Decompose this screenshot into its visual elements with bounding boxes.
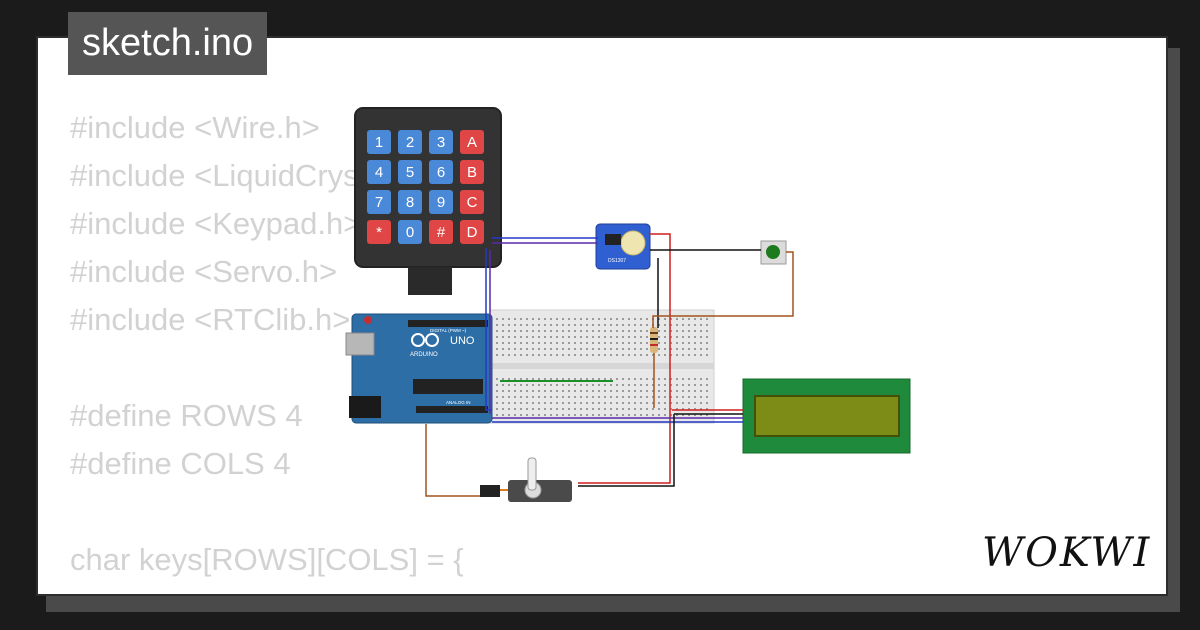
svg-text:#: # (437, 224, 446, 241)
servo-motor (480, 457, 572, 502)
rtc-label: DS1307 (608, 258, 626, 264)
keypad-key: B (460, 160, 484, 184)
code-line: #define ROWS 4 (70, 398, 303, 433)
keypad-key: 3 (429, 130, 453, 154)
svg-text:C: C (467, 194, 478, 211)
svg-text:8: 8 (406, 194, 414, 211)
keypad-key: 5 (398, 160, 422, 184)
svg-text:7: 7 (375, 194, 383, 211)
keypad-key: 4 (367, 160, 391, 184)
code-line: #include <RTClib.h> (70, 302, 351, 337)
keypad-key: 8 (398, 190, 422, 214)
code-preview: #include <Wire.h>#include <LiquidCrystal… (70, 104, 501, 594)
arduino-digital-label: DIGITAL (PWM ~) (430, 328, 467, 333)
code-line: {'1','2','3','A'}, (70, 584, 501, 594)
membrane-keypad: 1 2 3 A 4 5 6 B 7 8 9 C * 0 # D (354, 107, 502, 295)
svg-text:*: * (376, 224, 382, 241)
arduino-logo-icon (411, 333, 439, 347)
keypad-key: 6 (429, 160, 453, 184)
svg-text:5: 5 (406, 164, 414, 181)
code-line: #include <Keypad.h> (70, 206, 362, 241)
keypad-key: # (429, 220, 453, 244)
arduino-analog-label: ANALOG IN (446, 400, 471, 405)
breadboard (489, 309, 715, 424)
code-line: #include <Wire.h> (70, 110, 320, 145)
arduino-model-label: UNO (450, 335, 475, 347)
wires (425, 233, 794, 497)
push-button (760, 240, 787, 265)
svg-text:1: 1 (375, 134, 383, 151)
keypad-key: D (460, 220, 484, 244)
svg-text:A: A (467, 134, 477, 151)
svg-text:B: B (467, 164, 477, 181)
svg-text:3: 3 (437, 134, 445, 151)
keypad-key: 9 (429, 190, 453, 214)
svg-text:D: D (467, 224, 478, 241)
keypad-key: 7 (367, 190, 391, 214)
svg-text:9: 9 (437, 194, 445, 211)
keypad-key: A (460, 130, 484, 154)
svg-text:2: 2 (406, 134, 414, 151)
preview-card: #include <Wire.h>#include <LiquidCrystal… (36, 36, 1168, 596)
rtc-module: DS1307 (595, 223, 651, 270)
keypad-key: C (460, 190, 484, 214)
lcd-display (742, 378, 911, 454)
arduino-brand-label: ARDUINO (410, 352, 438, 358)
project-title: sketch.ino (68, 12, 268, 75)
circuit-diagram: UNO ARDUINO DIGITAL (PWM ~) ANALOG IN 1 2… (345, 107, 911, 502)
code-line: #define COLS 4 (70, 446, 291, 481)
svg-text:6: 6 (437, 164, 445, 181)
keypad-key: 1 (367, 130, 391, 154)
keypad-key: 2 (398, 130, 422, 154)
svg-text:0: 0 (406, 224, 414, 241)
wokwi-logo: WOKWI (982, 530, 1150, 574)
arduino-uno: UNO ARDUINO DIGITAL (PWM ~) ANALOG IN (345, 313, 493, 424)
keypad-key: 0 (398, 220, 422, 244)
keypad-key: * (367, 220, 391, 244)
code-line: #include <Servo.h> (70, 254, 338, 289)
svg-text:4: 4 (375, 164, 383, 181)
svg-text:WOKWI: WOKWI (982, 530, 1150, 574)
code-line: char keys[ROWS][COLS] = { (70, 542, 464, 577)
resistor (650, 327, 658, 353)
